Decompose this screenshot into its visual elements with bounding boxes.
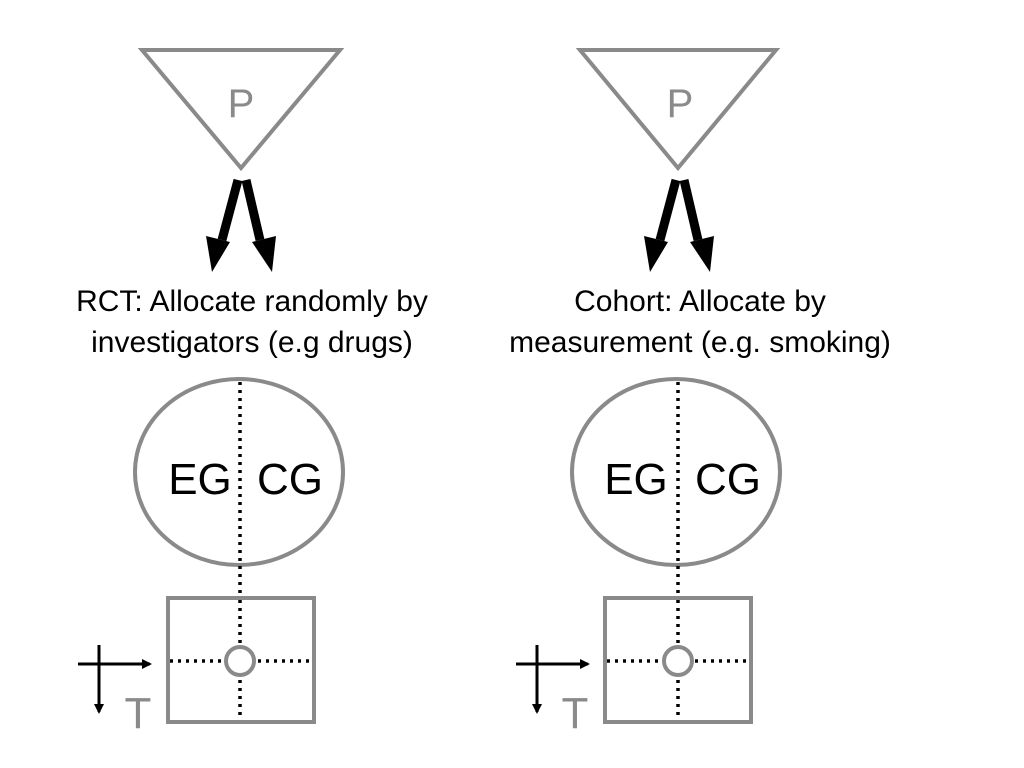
caption-line: RCT: Allocate randomly by xyxy=(76,285,428,318)
panel-rct: P EG CG T xyxy=(78,48,345,738)
allocation-arrows xyxy=(644,178,714,272)
group-label-cg: CG xyxy=(257,455,323,504)
population-label: P xyxy=(667,82,694,126)
groups-ellipse xyxy=(133,377,345,567)
population-label: P xyxy=(228,82,255,126)
outcome-marker xyxy=(662,645,694,677)
group-label-eg: EG xyxy=(168,455,232,504)
group-label-eg: EG xyxy=(604,455,668,504)
caption-line: investigators (e.g drugs) xyxy=(91,326,413,359)
caption-rct: RCT: Allocate randomly by investigators … xyxy=(32,281,472,363)
groups-ellipse xyxy=(570,377,782,567)
caption-line: Cohort: Allocate by xyxy=(574,285,826,318)
group-label-cg: CG xyxy=(695,455,761,504)
population-triangle xyxy=(575,48,781,172)
caption-line: measurement (e.g. smoking) xyxy=(509,326,891,359)
time-label: T xyxy=(562,689,589,738)
outcome-box xyxy=(603,596,753,724)
time-axes xyxy=(78,645,152,714)
time-axes xyxy=(516,645,590,714)
population-triangle xyxy=(137,48,345,172)
caption-cohort: Cohort: Allocate by measurement (e.g. sm… xyxy=(480,281,920,363)
allocation-arrows xyxy=(206,178,276,272)
outcome-box xyxy=(166,596,316,724)
panel-cohort: P EG CG T xyxy=(516,48,782,738)
time-label: T xyxy=(125,689,152,738)
outcome-marker xyxy=(224,645,256,677)
